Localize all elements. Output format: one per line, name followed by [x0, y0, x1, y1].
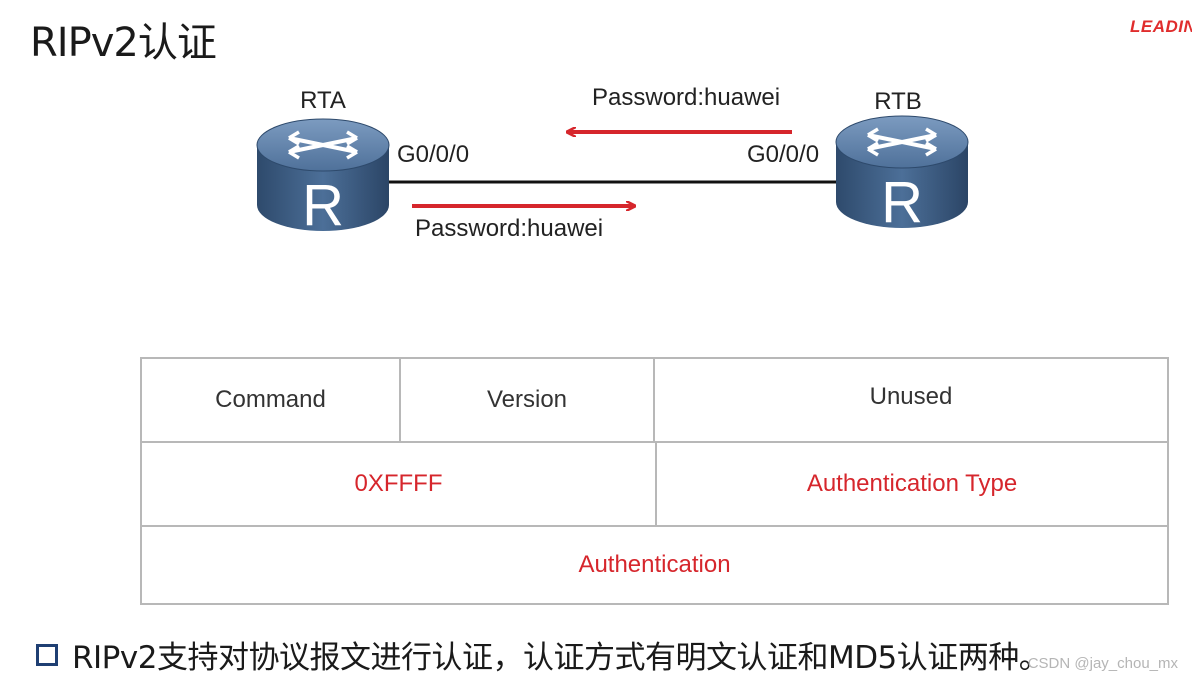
- address-family-field: 0XFFFF: [142, 443, 657, 525]
- table-row: Command Version Unused: [142, 359, 1167, 443]
- router-arrows-icon: [288, 130, 358, 160]
- brand-logo: LEADIN: [1130, 17, 1192, 36]
- router-rtb-glyph: R: [881, 170, 923, 235]
- router-rta: R: [256, 118, 390, 238]
- arrow-to-rta-label: Password:huawei: [592, 84, 780, 111]
- router-rtb: R: [835, 115, 969, 235]
- command-field: Command: [142, 359, 401, 441]
- rta-interface-label: G0/0/0: [397, 141, 469, 168]
- table-row: Authentication: [142, 527, 1167, 603]
- rtb-interface-label: G0/0/0: [747, 141, 819, 168]
- router-arrows-icon: [867, 127, 937, 157]
- router-rtb-label: RTB: [874, 88, 922, 115]
- bullet-point: RIPv2支持对协议报文进行认证，认证方式有明文认证和MD5认证两种。: [36, 632, 1050, 677]
- version-field: Version: [401, 359, 655, 441]
- watermark: CSDN @jay_chou_mx: [1027, 655, 1178, 672]
- router-rta-label: RTA: [300, 87, 346, 114]
- ripv2-auth-packet-format-table: Command Version Unused 0XFFFF Authentica…: [140, 357, 1169, 605]
- square-bullet-icon: [36, 643, 58, 666]
- bullet-text: RIPv2支持对协议报文进行认证，认证方式有明文认证和MD5认证两种。: [72, 640, 1050, 676]
- router-rta-glyph: R: [302, 173, 344, 238]
- network-topology-diagram: R R RTA RTB G0/0/0 G0/0/0 Password:huawe…: [256, 84, 969, 242]
- table-row: 0XFFFF Authentication Type: [142, 443, 1167, 527]
- arrow-to-rtb-label: Password:huawei: [415, 215, 603, 242]
- authentication-type-field: Authentication Type: [806, 470, 1018, 497]
- unused-field: Unused: [869, 383, 953, 410]
- authentication-field: Authentication: [578, 551, 731, 578]
- page-title: RIPv2认证: [30, 20, 217, 66]
